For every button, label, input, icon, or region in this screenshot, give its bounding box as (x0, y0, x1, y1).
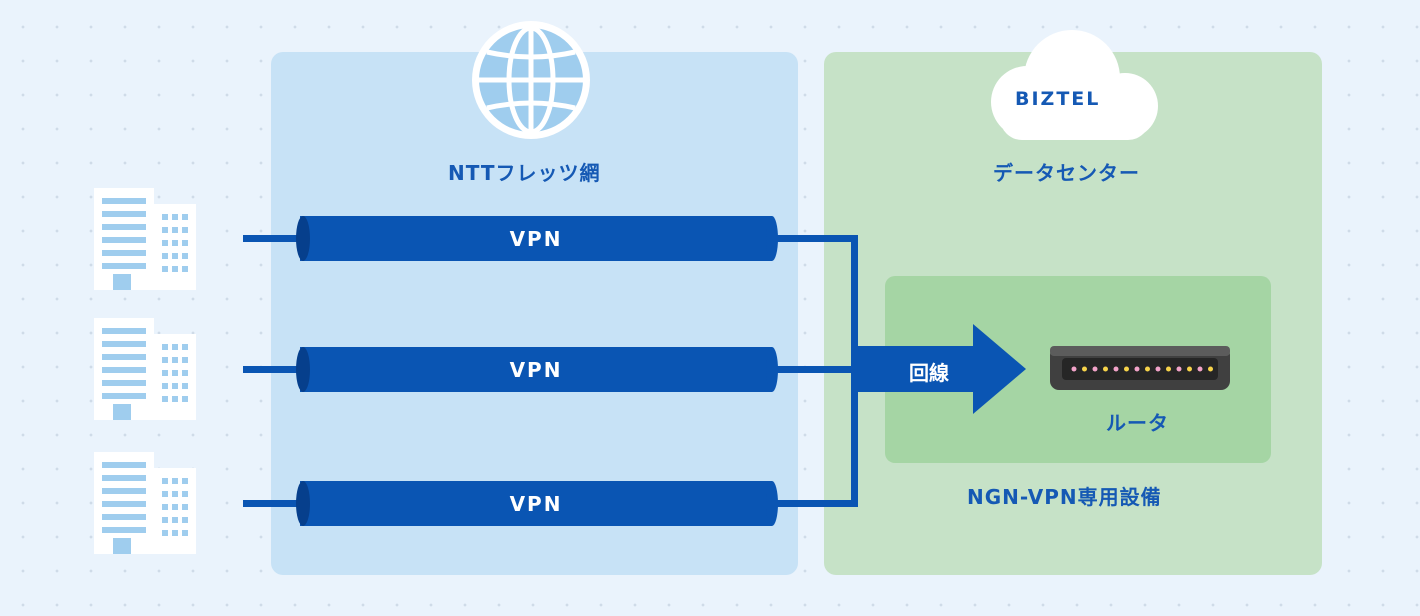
vpn-label-2: VPN (509, 358, 563, 382)
router-led (1134, 366, 1140, 372)
building-icon (94, 452, 196, 554)
vpn-label-1: VPN (509, 227, 563, 251)
router-led (1155, 366, 1161, 372)
router-led (1197, 366, 1203, 372)
router-led (1176, 366, 1182, 372)
router-led (1103, 366, 1108, 372)
router-led (1187, 366, 1192, 372)
connection-label: 回線 (909, 361, 949, 385)
router-led (1071, 366, 1077, 372)
router-icon (1050, 346, 1230, 390)
router-label: ルータ (1106, 411, 1169, 435)
office-connectors (243, 235, 303, 507)
router-led (1092, 366, 1098, 372)
router-led (1208, 366, 1213, 372)
router-led (1145, 366, 1150, 372)
vpn-pipe-2 (296, 347, 778, 392)
globe-icon (472, 21, 590, 139)
vpn-pipe-1 (296, 216, 778, 261)
ntt-network-label: NTTフレッツ網 (448, 161, 601, 185)
vpn-pipe-3 (296, 481, 778, 526)
router-led (1082, 366, 1087, 372)
router-led (1113, 366, 1119, 372)
biztel-logo: BIZTEL (1015, 88, 1101, 110)
connection-arrow (855, 324, 1026, 414)
router-led (1166, 366, 1171, 372)
building-icon (94, 188, 196, 290)
building-icon (94, 318, 196, 420)
router-led (1124, 366, 1129, 372)
merge-lines (765, 235, 858, 507)
vpn-label-3: VPN (509, 492, 563, 516)
datacenter-label: データセンター (993, 161, 1140, 185)
ngn-equipment-label: NGN-VPN専用設備 (967, 485, 1162, 509)
cloud-icon (991, 30, 1158, 140)
